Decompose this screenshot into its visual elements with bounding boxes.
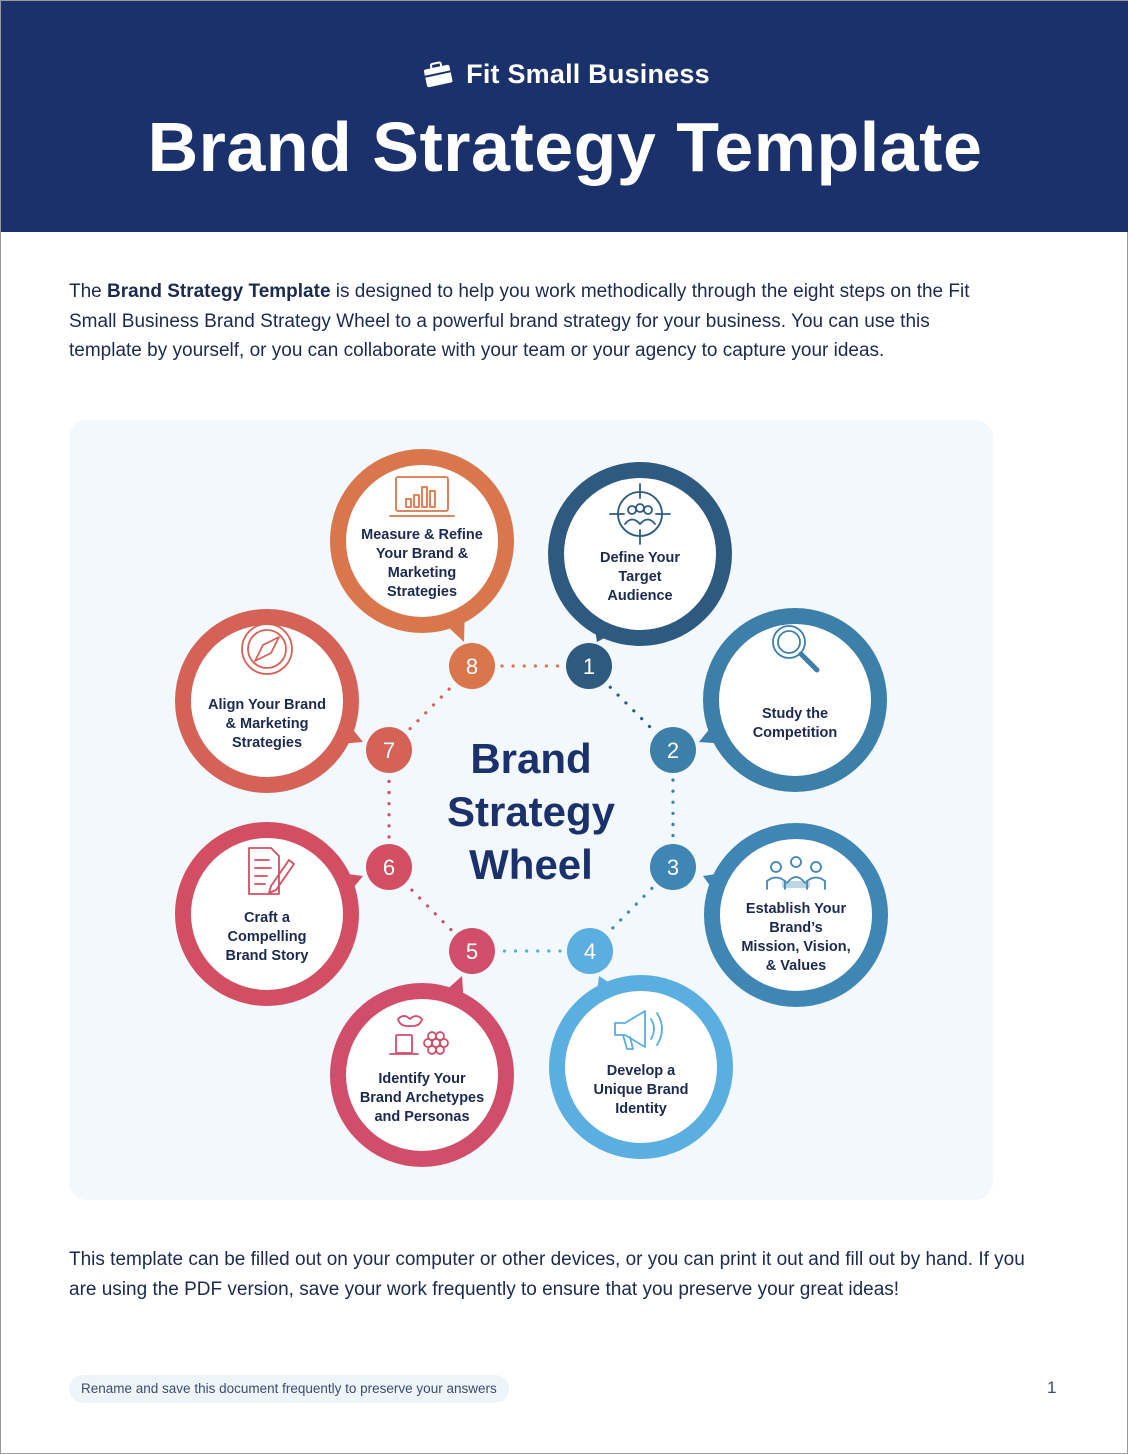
wheel-step-circle: [330, 449, 514, 633]
brand-logo-row: Fit Small Business: [1, 59, 1128, 90]
magnifier-icon: [772, 625, 820, 673]
wheel-step-circle: [704, 823, 888, 1007]
wheel-connector-7: [408, 685, 453, 731]
bar-chart-icon: [389, 476, 455, 517]
wheel-step-label: Study the: [762, 706, 828, 722]
intro-bold: Brand Strategy Template: [107, 281, 331, 302]
wheel-step-label: Competition: [753, 725, 838, 741]
wheel-step-number: 7: [383, 738, 395, 763]
wheel-step-label: Brand’s: [769, 920, 822, 936]
wheel-step-number: 6: [383, 855, 395, 880]
wheel-step-number-badge: [366, 727, 412, 773]
wheel-step-label: and Personas: [374, 1109, 469, 1125]
wheel-step-number: 5: [466, 939, 478, 964]
header-banner: Fit Small Business Brand Strategy Templa…: [1, 1, 1128, 232]
wheel-connector-1: [608, 685, 654, 731]
wheel-step-label: Develop a: [607, 1063, 676, 1079]
wheel-step-label: Target: [618, 569, 661, 585]
wheel-connector-5: [408, 886, 453, 932]
wheel-step-number-badge: [449, 643, 495, 689]
wheel-step-label: Align Your Brand: [208, 697, 326, 713]
wheel-step-label: Measure & Refine: [361, 527, 483, 543]
wheel-step-label: Identity: [615, 1101, 667, 1117]
page-title: Brand Strategy Template: [147, 108, 983, 186]
wheel-step-circle: [549, 975, 733, 1159]
compass-icon: [241, 623, 293, 675]
document-pen-icon: [248, 847, 295, 895]
wheel-connector-3: [609, 886, 654, 932]
wheel-step-number: 2: [667, 738, 679, 763]
wheel-step-number: 3: [667, 855, 679, 880]
mask-hat-flower-icon: [389, 1015, 449, 1055]
page-number: 1: [1047, 1378, 1057, 1397]
wheel-step-number-badge: [366, 844, 412, 890]
wheel-step-number-badge: [650, 727, 696, 773]
wheel-step-circle: [330, 983, 514, 1167]
wheel-step-number: 8: [466, 654, 478, 679]
wheel-step-label: Mission, Vision,: [741, 939, 850, 955]
intro-prefix: The: [69, 281, 108, 302]
wheel-step-number: 1: [583, 654, 595, 679]
team-meeting-icon: [766, 856, 826, 890]
wheel-step-number-badge: [566, 643, 612, 689]
strategy-wheel: Brand Strategy Wheel Define YourTargetAu…: [175, 449, 888, 1167]
wheel-step-number-badge: [449, 928, 495, 974]
wheel-step-label: Brand Story: [226, 948, 309, 964]
wheel-step-label: Strategies: [232, 735, 302, 751]
brand-name: Fit Small Business: [466, 59, 710, 89]
wheel-step-label: Your Brand &: [376, 546, 469, 562]
wheel-step-number: 4: [584, 939, 596, 964]
target-audience-icon: [609, 483, 671, 545]
megaphone-icon: [614, 1010, 663, 1050]
wheel-step-number-badge: [567, 928, 613, 974]
wheel-step-label: Audience: [607, 588, 672, 604]
wheel-step-label: Brand Archetypes: [360, 1090, 484, 1106]
outro-paragraph: This template can be filled out on your …: [69, 1249, 1025, 1300]
wheel-step-label: Identify Your: [378, 1071, 466, 1087]
wheel-step-label: Marketing: [388, 565, 457, 581]
intro-paragraph: The Brand Strategy Template is designed …: [69, 277, 989, 366]
wheel-step-number-badge: [650, 844, 696, 890]
footer-note: Rename and save this document frequently…: [69, 1375, 509, 1403]
wheel-step-circle: [548, 462, 732, 646]
intro-rest: is designed to help you work methodicall…: [69, 281, 970, 361]
wheel-step-circle: [175, 822, 359, 1006]
wheel-step-circle: [703, 608, 887, 792]
wheel-step-label: Strategies: [387, 584, 457, 600]
wheel-step-label: Define Your: [600, 550, 680, 566]
briefcase-logo-icon: [424, 61, 453, 87]
wheel-step-circle: [175, 609, 359, 793]
wheel-center-line-2: Strategy: [447, 788, 616, 835]
wheel-step-label: Compelling: [228, 929, 307, 945]
wheel-step-label: & Values: [766, 958, 826, 974]
wheel-step-label: Establish Your: [746, 901, 847, 917]
wheel-center-line-1: Brand: [470, 735, 591, 782]
wheel-step-label: Unique Brand: [593, 1082, 688, 1098]
wheel-step-label: Craft a: [244, 910, 291, 926]
wheel-step-label: & Marketing: [226, 716, 309, 732]
wheel-center-line-3: Wheel: [469, 841, 593, 888]
